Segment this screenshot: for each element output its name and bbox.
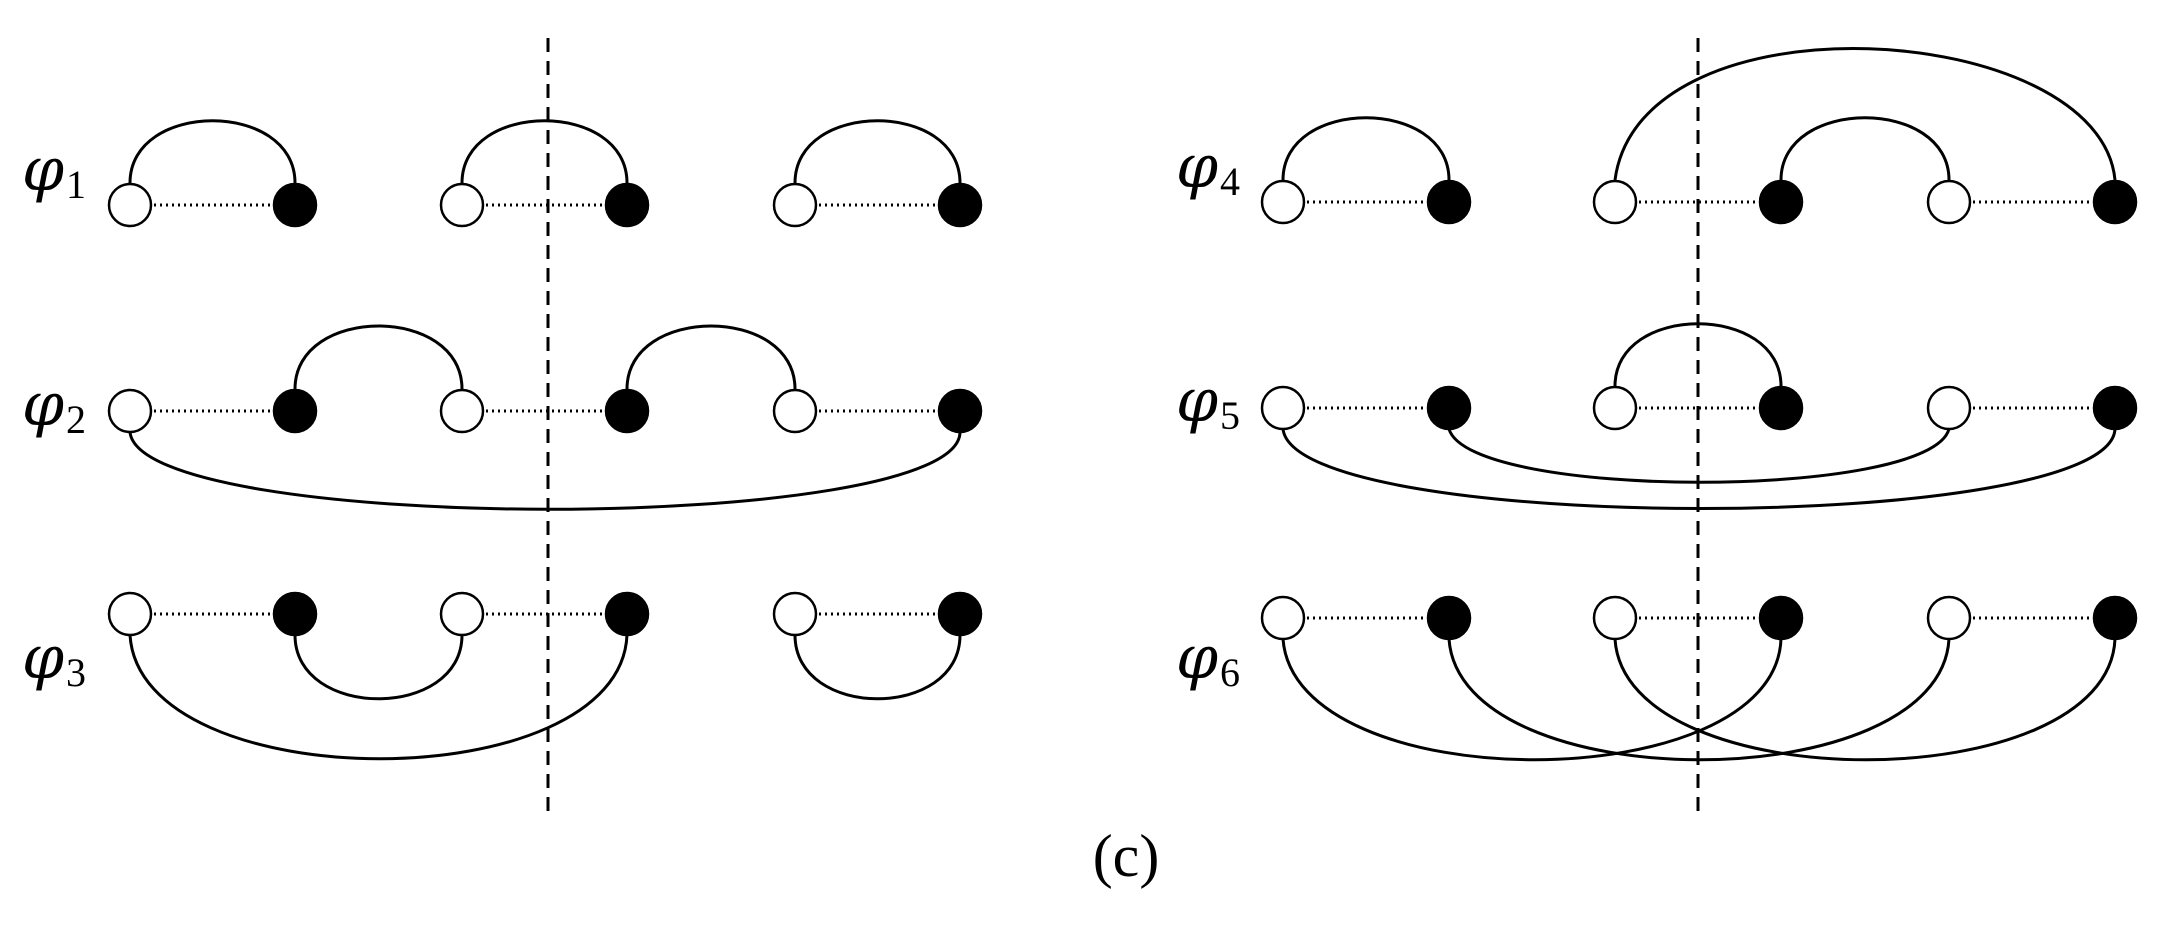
open-node [1260,595,1306,641]
open-node [772,591,818,637]
open-node [1260,385,1306,431]
filled-node [1426,179,1472,225]
filled-node [1758,595,1804,641]
open-node [107,591,153,637]
row-phi-4: φ4 [1176,47,2138,225]
open-node [1592,385,1638,431]
open-node [772,388,818,434]
row-phi-6: φ6 [1176,595,2138,762]
row-phi-5: φ5 [1176,322,2138,510]
filled-node [1758,385,1804,431]
filled-node [937,388,983,434]
filled-node [937,591,983,637]
filled-node [1426,595,1472,641]
open-node [1926,179,1972,225]
filled-node [272,388,318,434]
label-phi-2: φ2 [22,370,86,442]
filled-node [604,591,650,637]
arc [1281,428,2117,510]
filled-node [604,182,650,228]
arc [1779,116,1951,181]
arc [1281,638,1783,762]
row-phi-2: φ2 [22,324,983,511]
label-phi-6: φ6 [1176,623,1240,695]
arc [128,634,629,761]
open-node [1592,179,1638,225]
filled-node [2092,179,2138,225]
left-panel: φ1 φ2 [22,38,983,812]
arc [293,634,464,701]
row-phi-3: φ3 [22,591,983,761]
open-node [1926,595,1972,641]
arc [460,119,629,184]
filled-node [937,182,983,228]
open-node [107,388,153,434]
filled-node [604,388,650,434]
open-node [107,182,153,228]
arc [128,119,297,184]
filled-node [1758,179,1804,225]
filled-node [2092,385,2138,431]
open-node [439,182,485,228]
figure-caption: (c) [1093,823,1160,889]
arc [1447,638,1951,762]
filled-node [272,182,318,228]
arc [793,119,962,184]
filled-node [1426,385,1472,431]
open-node [439,388,485,434]
arc [128,431,962,511]
arc [293,324,464,390]
open-node [772,182,818,228]
arc [1281,116,1451,181]
filled-node [272,591,318,637]
arc [1613,47,2117,181]
label-phi-4: φ4 [1176,132,1240,204]
filled-node [2092,595,2138,641]
open-node [439,591,485,637]
label-phi-1: φ1 [22,135,86,207]
row-phi-1: φ1 [22,119,983,228]
label-phi-5: φ5 [1176,366,1240,438]
arc [1447,428,1951,484]
label-phi-3: φ3 [22,623,86,695]
arc [625,324,797,390]
open-node [1260,179,1306,225]
arc [1613,322,1783,387]
right-panel: φ4 φ5 [1176,38,2138,812]
arc [1613,638,2117,762]
arc [793,634,962,701]
open-node [1926,385,1972,431]
open-node [1592,595,1638,641]
